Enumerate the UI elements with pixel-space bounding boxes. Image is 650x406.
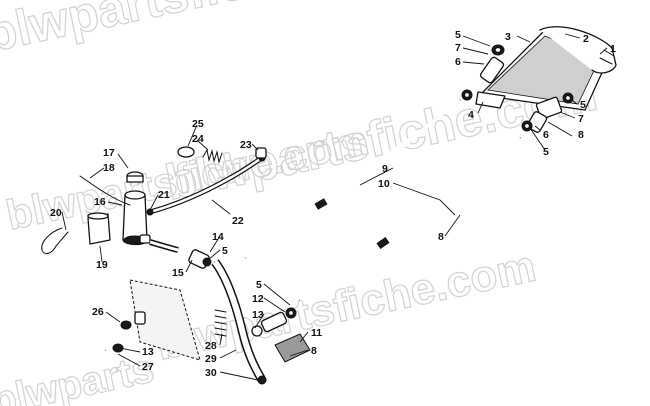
callout-17: 17 — [103, 147, 115, 159]
clamp-and-spring — [177, 146, 223, 164]
callout-8: 8 — [311, 345, 317, 357]
callout-6: 6 — [455, 56, 461, 68]
callout-16: 16 — [94, 196, 106, 208]
callout-3: 3 — [505, 31, 511, 43]
callout-8: 8 — [438, 231, 444, 243]
callout-28: 28 — [205, 340, 217, 352]
callout-27: 27 — [142, 361, 154, 373]
callout-5: 5 — [222, 245, 228, 257]
reservoir-hoses — [146, 154, 266, 269]
callout-7: 7 — [578, 113, 584, 125]
radiator-panel — [97, 279, 201, 361]
callout-2: 2 — [583, 33, 589, 45]
callout-labels: 1 2 3 4 5 7 6 5 7 6 8 5 9 10 8 5 12 13 1… — [50, 29, 616, 379]
callout-30: 30 — [205, 367, 217, 379]
callout-15: 15 — [172, 267, 184, 279]
coolant-tube-10 — [299, 136, 521, 302]
callout-9: 9 — [382, 163, 388, 175]
callout-14: 14 — [212, 231, 224, 243]
callout-12: 12 — [252, 293, 264, 305]
callout-29: 29 — [205, 353, 217, 365]
watermark-text: blwpartsfiche.com — [0, 0, 422, 63]
callout-18: 18 — [103, 162, 115, 174]
callout-20: 20 — [50, 207, 62, 219]
lower-hose — [211, 259, 267, 385]
watermark-text: blwparts — [0, 347, 158, 406]
callout-10: 10 — [378, 178, 390, 190]
wire-hook — [41, 227, 69, 254]
callout-25: 25 — [192, 118, 204, 130]
callout-24: 24 — [192, 133, 204, 145]
callout-19: 19 — [96, 259, 108, 271]
callout-21: 21 — [158, 189, 170, 201]
callout-7: 7 — [455, 42, 461, 54]
callout-23: 23 — [240, 139, 252, 151]
callout-11: 11 — [311, 327, 322, 339]
callout-4: 4 — [468, 109, 474, 121]
callout-5: 5 — [256, 279, 262, 291]
callout-13: 13 — [252, 309, 264, 321]
leader-lines — [61, 33, 608, 381]
callout-5: 5 — [580, 99, 586, 111]
callout-1: 1 — [610, 43, 616, 55]
callout-13: 13 — [142, 346, 154, 358]
callout-22: 22 — [232, 215, 244, 227]
callout-5: 5 — [455, 29, 461, 41]
heat-exchanger — [475, 26, 617, 111]
callout-5: 5 — [543, 146, 549, 158]
callout-6: 6 — [543, 129, 549, 141]
callout-26: 26 — [92, 306, 104, 318]
coolant-reservoir — [79, 171, 151, 246]
fitting-23 — [255, 147, 267, 159]
callout-8: 8 — [578, 129, 584, 141]
upper-fittings — [461, 44, 574, 133]
